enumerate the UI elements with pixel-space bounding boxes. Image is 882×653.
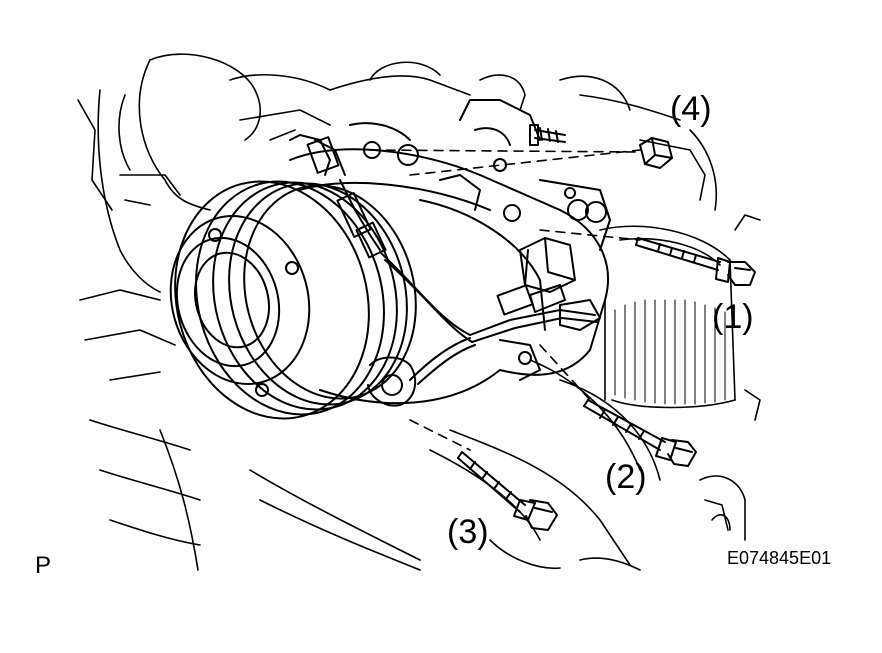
stud-bolt-icon: [529, 124, 566, 146]
bolt-2-icon: [583, 399, 697, 467]
nut-4-icon: [639, 137, 673, 169]
figure-id: E074845E01: [727, 548, 832, 568]
bolt-1-icon: [635, 237, 756, 286]
compressor-pulley: [169, 180, 417, 420]
callout-nut-4: (4): [670, 90, 712, 128]
filter-housing-hatch: [614, 299, 726, 405]
engine-background-outline: [77, 53, 761, 571]
callout-bolt-2: (2): [605, 458, 647, 496]
installation-guide-lines: [369, 149, 641, 451]
bolt-3-icon: [457, 451, 558, 531]
connector-block: [496, 237, 576, 316]
wire-harness: [306, 136, 601, 385]
callout-bolt-1: (1): [712, 298, 754, 336]
corner-mark: P: [35, 552, 52, 579]
callout-bolt-3: (3): [447, 513, 489, 551]
compressor-body: [289, 99, 611, 407]
